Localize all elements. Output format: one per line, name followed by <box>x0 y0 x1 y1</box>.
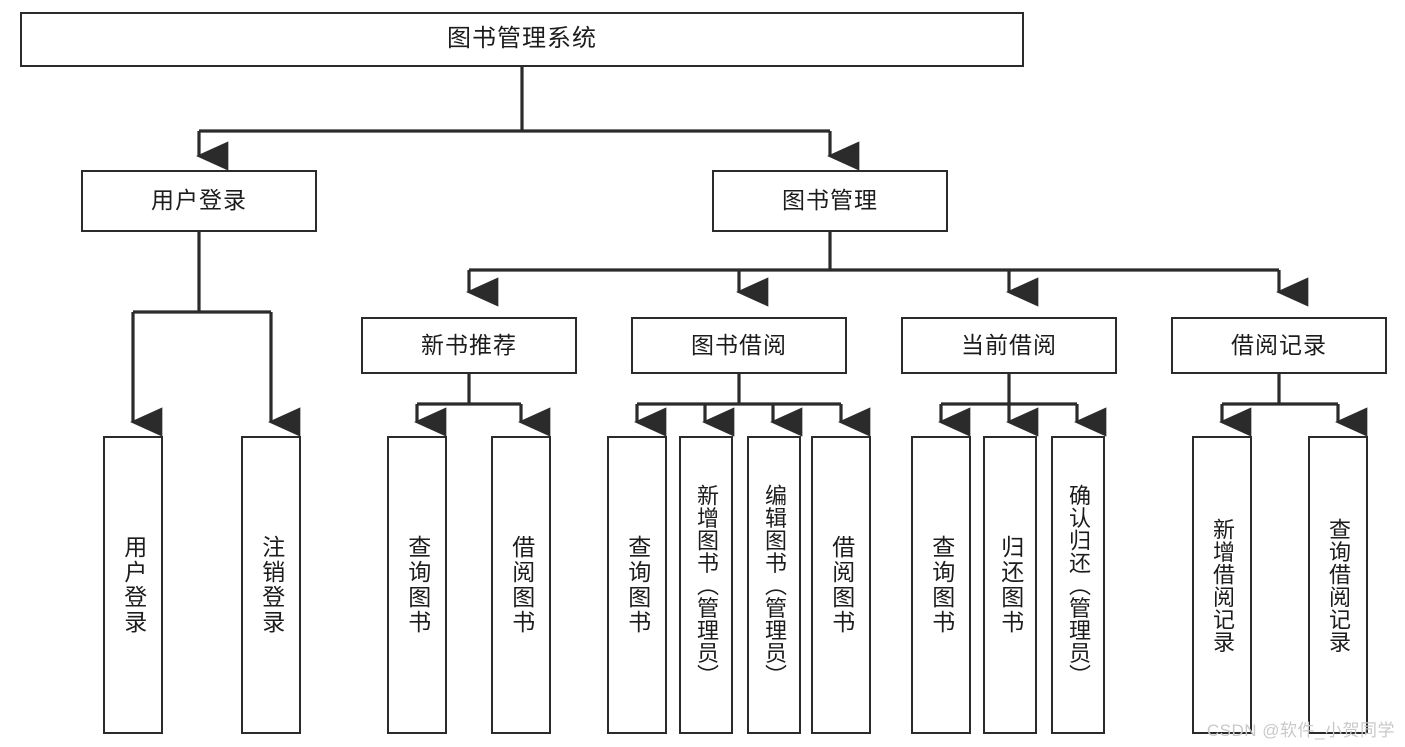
node-leaf-query-record-label: 查询借阅记录 <box>1325 517 1351 653</box>
node-borrow-record[interactable]: 借阅记录 <box>1171 317 1387 374</box>
node-borrow-record-label: 借阅记录 <box>1231 331 1327 358</box>
node-leaf-query-book-2-label: 查询图书 <box>624 535 651 635</box>
node-leaf-borrow-book-1[interactable]: 借阅图书 <box>491 436 551 734</box>
node-leaf-query-record[interactable]: 查询借阅记录 <box>1308 436 1368 734</box>
node-book-borrow-label: 图书借阅 <box>691 331 787 358</box>
node-leaf-return-book[interactable]: 归还图书 <box>983 436 1037 734</box>
node-leaf-add-record[interactable]: 新增借阅记录 <box>1192 436 1252 734</box>
node-leaf-confirm-return-label: 确认归还（管理员） <box>1065 483 1091 687</box>
node-new-book-recommend-label: 新书推荐 <box>421 331 517 358</box>
node-book-borrow[interactable]: 图书借阅 <box>631 317 847 374</box>
node-leaf-logout[interactable]: 注销登录 <box>241 436 301 734</box>
node-current-borrow[interactable]: 当前借阅 <box>901 317 1117 374</box>
node-leaf-confirm-return[interactable]: 确认归还（管理员） <box>1051 436 1105 734</box>
node-leaf-add-book-label: 新增图书（管理员） <box>693 483 719 687</box>
node-leaf-user-login[interactable]: 用户登录 <box>103 436 163 734</box>
node-root[interactable]: 图书管理系统 <box>20 12 1024 67</box>
node-user-login[interactable]: 用户登录 <box>81 170 317 232</box>
node-leaf-add-book[interactable]: 新增图书（管理员） <box>679 436 733 734</box>
node-user-login-label: 用户登录 <box>151 187 247 214</box>
node-leaf-return-book-label: 归还图书 <box>997 535 1024 635</box>
node-leaf-query-book-1-label: 查询图书 <box>404 535 431 635</box>
node-current-borrow-label: 当前借阅 <box>961 331 1057 358</box>
watermark-text: CSDN @软件_小贺同学 <box>1206 721 1395 740</box>
node-leaf-user-login-label: 用户登录 <box>120 535 147 635</box>
node-leaf-borrow-book-2[interactable]: 借阅图书 <box>811 436 871 734</box>
node-leaf-borrow-book-1-label: 借阅图书 <box>508 535 535 635</box>
node-leaf-query-book-2[interactable]: 查询图书 <box>607 436 667 734</box>
node-leaf-edit-book[interactable]: 编辑图书（管理员） <box>747 436 801 734</box>
node-leaf-logout-label: 注销登录 <box>258 535 285 635</box>
node-leaf-query-book-3-label: 查询图书 <box>928 535 955 635</box>
node-leaf-add-record-label: 新增借阅记录 <box>1209 517 1235 653</box>
node-root-label: 图书管理系统 <box>447 25 597 53</box>
node-leaf-query-book-3[interactable]: 查询图书 <box>911 436 971 734</box>
node-leaf-edit-book-label: 编辑图书（管理员） <box>761 483 787 687</box>
node-book-manage[interactable]: 图书管理 <box>712 170 948 232</box>
node-leaf-query-book-1[interactable]: 查询图书 <box>387 436 447 734</box>
node-book-manage-label: 图书管理 <box>782 187 878 214</box>
node-new-book-recommend[interactable]: 新书推荐 <box>361 317 577 374</box>
node-leaf-borrow-book-2-label: 借阅图书 <box>828 535 855 635</box>
